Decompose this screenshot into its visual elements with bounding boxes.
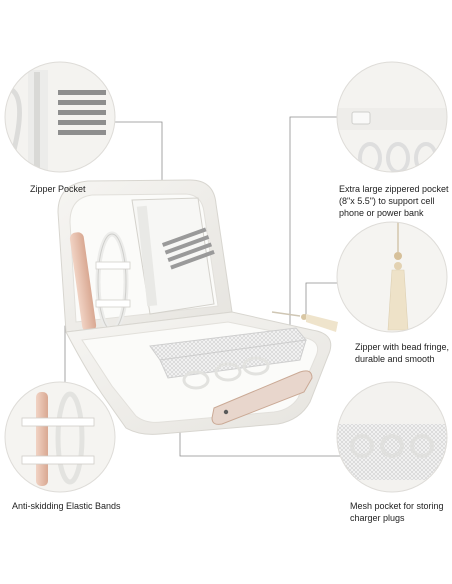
- detail-elastic-bands: [4, 381, 116, 493]
- caption-line: Mesh pocket for storing: [350, 501, 444, 511]
- mesh-patches: [161, 227, 215, 270]
- caption-mesh-pocket: Mesh pocket for storing charger plugs: [350, 500, 450, 524]
- caption-line: Anti-skidding Elastic Bands: [12, 501, 121, 511]
- caption-line: Zipper Pocket: [30, 184, 86, 194]
- rose-gold-item: [69, 232, 97, 332]
- detail-bead-fringe: [336, 221, 448, 333]
- organizer-case: [57, 179, 338, 435]
- caption-line: durable and smooth: [355, 354, 435, 364]
- detail-mesh-pocket: [336, 381, 448, 493]
- caption-elastic-bands: Anti-skidding Elastic Bands: [12, 500, 121, 512]
- bead-fringe-tassel: [271, 311, 338, 332]
- power-bank: [211, 370, 313, 425]
- caption-large-pocket: Extra large zippered pocket (8"x 5.5") t…: [339, 183, 451, 219]
- caption-line: Zipper with bead fringe,: [355, 342, 450, 352]
- caption-line: (8"x 5.5") to support cell: [339, 196, 435, 206]
- caption-bead-fringe: Zipper with bead fringe, durable and smo…: [355, 341, 450, 365]
- caption-zipper-pocket: Zipper Pocket: [30, 183, 86, 195]
- detail-large-pocket: [336, 61, 448, 173]
- caption-line: Extra large zippered pocket: [339, 184, 449, 194]
- coiled-cables-base: [182, 356, 270, 390]
- mesh-pockets: [149, 327, 307, 379]
- detail-zipper-pocket: [4, 61, 116, 173]
- zipper-pocket: [136, 205, 158, 307]
- caption-line: phone or power bank: [339, 208, 424, 218]
- caption-line: charger plugs: [350, 513, 405, 523]
